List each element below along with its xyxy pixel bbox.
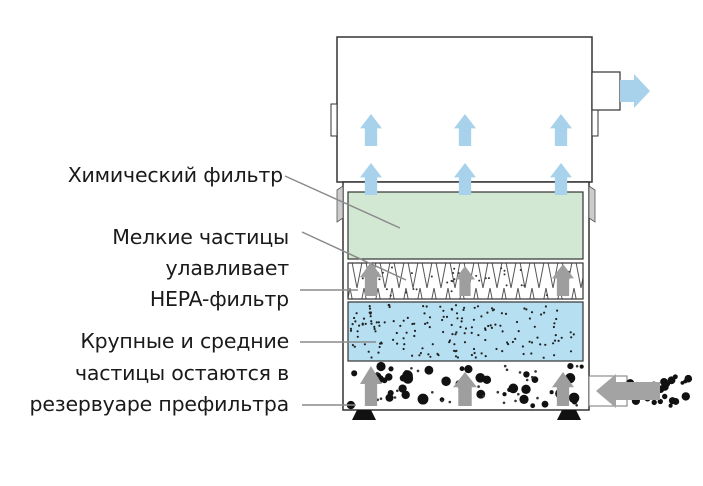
label-hepa-line3: HEPA-фильтр <box>149 287 289 311</box>
clean-air-arrows <box>360 114 572 195</box>
upper-housing <box>336 36 593 183</box>
prefilter-particles <box>349 303 575 359</box>
chemical-filter <box>347 191 584 260</box>
left-tab <box>330 103 338 137</box>
label-chemical-filter: Химический фильтр <box>67 163 283 187</box>
leader-chemical <box>284 175 401 229</box>
intake-flow-arrows <box>360 262 574 406</box>
right-bracket <box>588 185 596 223</box>
label-prefilter-line3: резервуаре префильтра <box>29 392 290 416</box>
intake-arrow <box>596 374 660 408</box>
right-foot <box>557 410 581 420</box>
left-bracket <box>336 185 344 223</box>
label-hepa-line1: Мелкие частицы <box>112 225 289 249</box>
exhaust-port <box>591 71 621 111</box>
label-prefilter-line2: частицы остаются в <box>75 361 289 385</box>
leader-hepa-1 <box>301 231 407 281</box>
left-foot <box>352 410 376 420</box>
exhaust-arrow <box>620 74 650 108</box>
reservoir-particles <box>346 361 584 410</box>
label-prefilter-line1: Крупные и средние <box>80 329 289 353</box>
prefilter <box>347 301 584 362</box>
label-hepa-line2: улавливает <box>165 256 289 280</box>
